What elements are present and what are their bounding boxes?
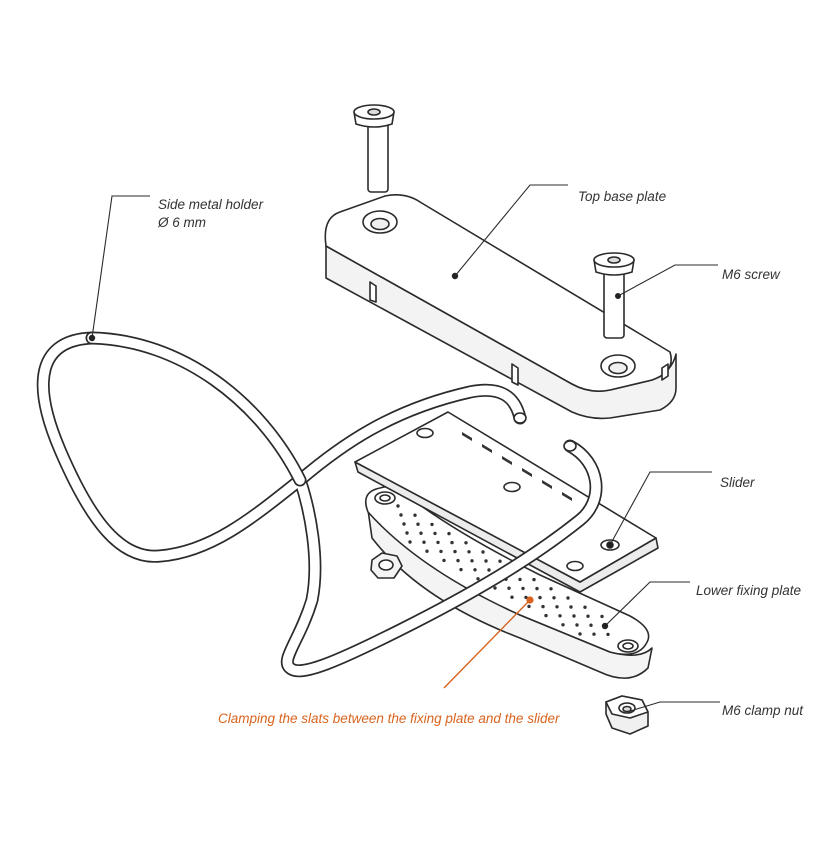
side-metal-holder	[36, 331, 603, 678]
top-base-plate	[324, 194, 677, 420]
label-slider: Slider	[720, 475, 755, 490]
label-m6-screw: M6 screw	[722, 267, 780, 282]
m6-screw-right	[593, 252, 635, 339]
slider	[354, 411, 659, 593]
leader-dots	[88, 334, 614, 630]
clamping-leader	[443, 596, 534, 689]
m6-clamp-nut	[605, 695, 649, 735]
leader-lines	[91, 184, 720, 713]
slider-slots	[462, 432, 572, 501]
label-m6-clamp-nut: M6 clamp nut	[722, 703, 804, 718]
label-clamping-caption: Clamping the slats between the fixing pl…	[218, 711, 560, 726]
underside-nut	[370, 552, 403, 579]
grip-dots	[396, 504, 610, 637]
label-side-metal-holder-diameter: Ø 6 mm	[158, 215, 207, 230]
label-side-metal-holder: Side metal holder	[158, 197, 264, 212]
label-top-base-plate: Top base plate	[578, 189, 667, 204]
m6-screw-left	[353, 104, 395, 193]
label-lower-fixing-plate: Lower fixing plate	[696, 583, 802, 598]
